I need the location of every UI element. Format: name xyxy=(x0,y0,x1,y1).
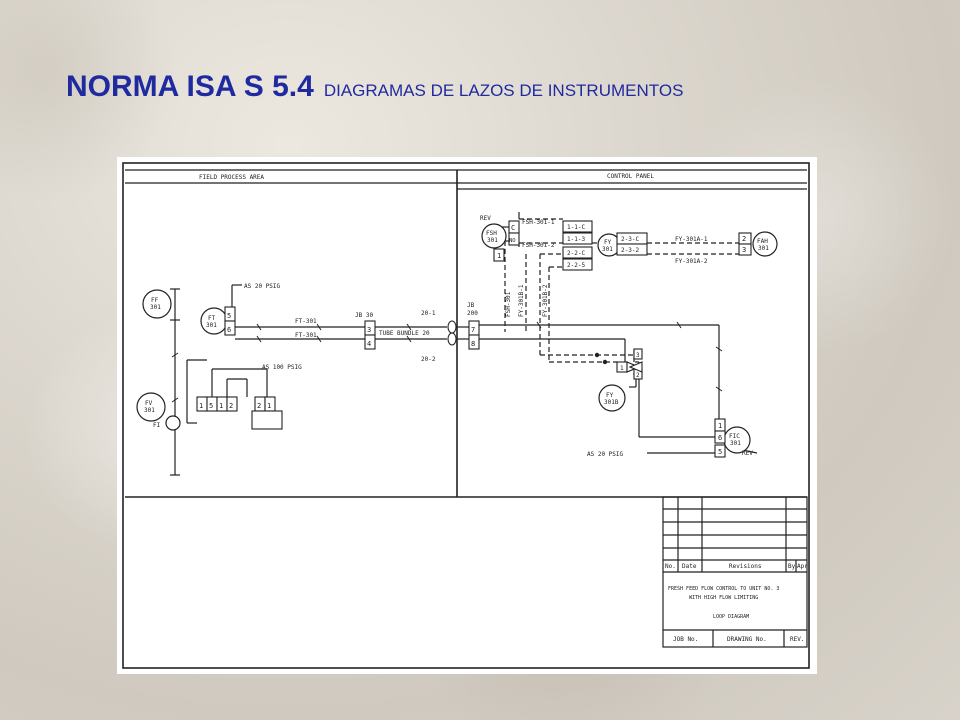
fic-number: 301 xyxy=(730,440,741,447)
fy-wire-1-label: FY-301A-1 xyxy=(675,236,708,243)
fah-301-balloon xyxy=(752,231,778,257)
terminal-label: 2-2-C xyxy=(567,250,585,257)
tb-header-by: By xyxy=(788,563,796,570)
terminal-label: 2-3-C xyxy=(621,236,639,243)
fv-valve-actuator xyxy=(165,415,181,431)
terminal-label: 6 xyxy=(227,326,231,334)
slide-title: NORMA ISA S 5.4 DIAGRAMAS DE LAZOS DE IN… xyxy=(66,70,683,104)
ft-cable-1-label: FT-301 xyxy=(295,318,317,325)
terminal-label: 1 xyxy=(219,402,223,410)
tube-pair-1-label: 20-1 xyxy=(421,310,436,317)
field-area-label: FIELD PROCESS AREA xyxy=(199,174,264,181)
fsh-wire-2-label: FSH-301-2 xyxy=(522,242,555,249)
terminal-label: NO xyxy=(509,238,516,244)
rev-label-top: REV xyxy=(480,215,491,222)
rev-label-bottom: REV xyxy=(742,450,753,457)
fy-wire-2-label: FY-301A-2 xyxy=(675,258,708,265)
terminal-label: 3 xyxy=(367,326,371,334)
terminal-label: 6 xyxy=(718,434,722,442)
fy-b1-vertical-label: FY-301B-1 xyxy=(518,284,525,317)
fsh-wire-1-label: FSH-301-1 xyxy=(522,219,555,226)
terminal-label: 2 xyxy=(636,372,640,379)
tb-rev: REV. xyxy=(790,636,804,643)
terminal-label: 2-2-5 xyxy=(567,262,585,269)
tb-header-date: Date xyxy=(682,563,697,570)
fi-label: FI xyxy=(153,422,161,429)
terminal-label: 2 xyxy=(257,402,261,410)
fsh-301-balloon xyxy=(481,223,507,249)
sheet-border xyxy=(122,162,810,669)
jb200-label-a: JB xyxy=(467,302,475,309)
terminal-label: 5 xyxy=(209,402,213,410)
jb30-label: JB 30 xyxy=(355,312,373,319)
jb200-label-b: 200 xyxy=(467,310,478,317)
tb-title-line-2: WITH HIGH FLOW LIMITING xyxy=(689,595,758,601)
terminal-label: 1-1-C xyxy=(567,224,585,231)
slide-title-subtitle: DIAGRAMAS DE LAZOS DE INSTRUMENTOS xyxy=(323,81,684,100)
terminal-label: 1 xyxy=(718,422,722,430)
fsh-tag: FSH xyxy=(486,230,497,237)
fsh-number: 301 xyxy=(487,237,498,244)
terminal-label: 4 xyxy=(367,340,371,348)
tb-header-no: No. xyxy=(665,563,676,570)
fv-tag: FV xyxy=(145,400,153,407)
terminal-label: 1 xyxy=(267,402,271,410)
fv-301-balloon xyxy=(136,392,166,422)
fy-b2-vertical-label: FY-301B-2 xyxy=(542,284,549,317)
air-supply-top: AS 20 PSIG xyxy=(244,283,281,290)
loop-diagram-sheet: FIELD PROCESS AREA CONTROL PANEL FF 301 … xyxy=(117,157,817,674)
fy-field-number: 301B xyxy=(604,399,619,406)
ft-cable-2-label: FT-301 xyxy=(295,332,317,339)
terminal-label: 3 xyxy=(636,352,640,359)
fy-301b-balloon xyxy=(598,384,626,412)
terminal-label: 1 xyxy=(620,365,624,372)
tube-bundle-label: TUBE BUNDLE 20 xyxy=(379,330,430,337)
fah-number: 301 xyxy=(758,245,769,252)
tb-title-line-1: FRESH FEED FLOW CONTROL TO UNIT NO. 3 xyxy=(668,586,779,592)
air-supply-bottom: AS 20 PSIG xyxy=(587,451,624,458)
tb-job-no: JOB No. xyxy=(673,636,698,643)
terminal-label: 5 xyxy=(227,312,231,320)
terminal-label: C xyxy=(511,224,515,232)
terminal-label: 3 xyxy=(742,246,746,254)
tb-header-revisions: Revisions xyxy=(729,563,762,570)
air-supply-mid: AS 100 PSIG xyxy=(262,364,302,371)
ff-number: 301 xyxy=(150,304,161,311)
fy-field-tag: FY xyxy=(606,392,614,399)
terminal-label: 2 xyxy=(229,402,233,410)
tb-header-apr: Apr xyxy=(797,563,808,570)
terminal-label: 1 xyxy=(199,402,203,410)
terminal-label: 2-3-2 xyxy=(621,247,639,254)
tube-pair-2-label: 20-2 xyxy=(421,356,436,363)
terminal-label: 2 xyxy=(742,235,746,243)
slide-title-main: NORMA ISA S 5.4 xyxy=(66,70,314,103)
ft-number: 301 xyxy=(206,322,217,329)
fah-tag: FAH xyxy=(757,238,768,245)
terminal-label: 7 xyxy=(471,326,475,334)
terminal-label: 5 xyxy=(718,448,722,456)
fsh-vertical-label: FSH-301 xyxy=(505,291,512,317)
tb-drawing-no: DRAWING No. xyxy=(727,636,767,643)
fv-number: 301 xyxy=(144,407,155,414)
ff-tag: FF xyxy=(151,297,159,304)
fy-panel-tag: FY xyxy=(604,239,612,246)
fic-tag: FIC xyxy=(729,433,740,440)
ff-301-balloon xyxy=(142,289,172,319)
panel-area-label: CONTROL PANEL xyxy=(607,173,654,180)
tb-drawing-name: LOOP DIAGRAM xyxy=(713,614,749,620)
loop-diagram: FIELD PROCESS AREA CONTROL PANEL FF 301 … xyxy=(122,162,810,669)
fy-panel-number: 301 xyxy=(602,246,613,253)
terminal-label: 1-1-3 xyxy=(567,236,585,243)
terminal-label: 1 xyxy=(497,252,501,260)
ft-tag: FT xyxy=(208,315,216,322)
terminal-label: 8 xyxy=(471,340,475,348)
